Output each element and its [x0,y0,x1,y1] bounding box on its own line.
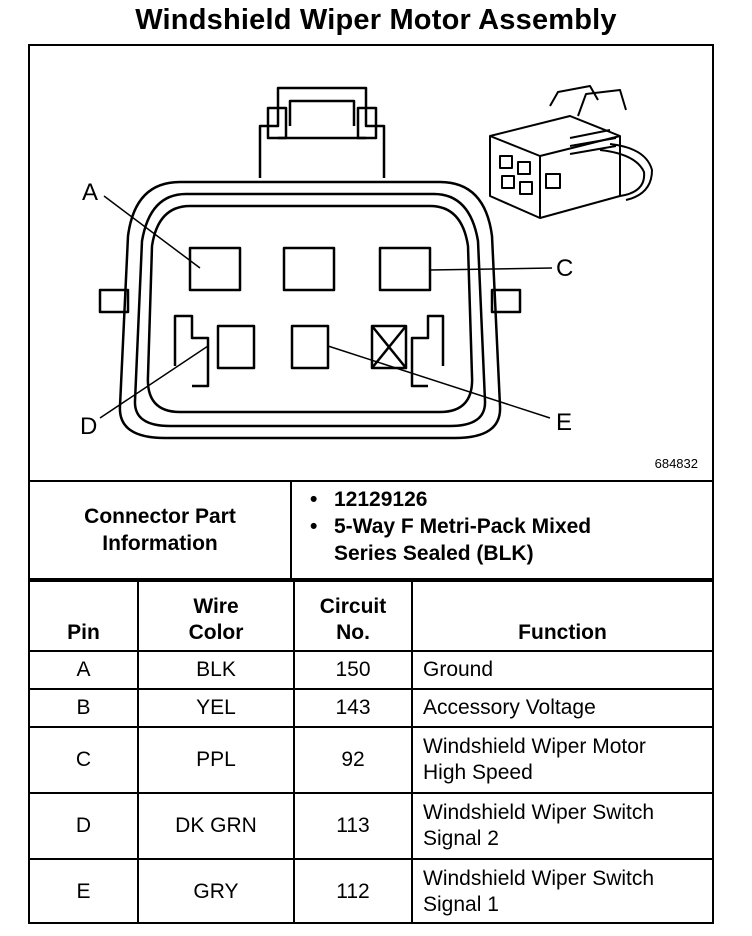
connector-diagram: A C D E [80,85,653,440]
connector-frame: A C D E 684832 Connector Part Informatio… [28,44,714,924]
leader-e [327,345,551,419]
side-tab-right [490,288,522,314]
figure-id: 684832 [654,456,698,471]
connector-part-info-label: Connector Part Information [30,482,292,578]
function-cell: Ground [411,650,712,690]
circuit-cell: 143 [293,688,413,728]
connector-perspective-view [489,85,653,219]
pin-cell: D [30,792,139,860]
bullet-icon: • [310,488,318,511]
page-title: Windshield Wiper Motor Assembly [135,4,617,36]
header-function: Function [411,580,712,652]
leader-d [99,345,209,419]
function-cell: Accessory Voltage [411,688,712,728]
leader-c [429,267,553,271]
pin-cell: A [30,650,139,690]
callout-c: C [556,255,573,282]
connector-latch-inner [288,99,356,126]
wire-color-cell: GRY [137,858,295,924]
cavity-c [378,246,432,292]
header-wire-color: Wire Color [137,580,295,652]
keyway-right [410,314,445,388]
table-row: C PPL 92 Windshield Wiper Motor High Spe… [30,726,712,794]
connector-part-info-list: •12129126 •5-Way F Metri-Pack Mixed Seri… [302,486,702,567]
circuit-cell: 112 [293,858,413,924]
header-pin: Pin [30,580,139,652]
pin-cell: C [30,726,139,794]
wire-color-cell: PPL [137,726,295,794]
header-circuit-no: Circuit No. [293,580,413,652]
connector-type-item: •5-Way F Metri-Pack Mixed Series Sealed … [310,515,592,565]
cavity-e [290,324,330,370]
connector-part-info-row: Connector Part Information •12129126 •5-… [30,480,712,580]
cavity-b [282,246,336,292]
function-cell: Windshield Wiper Motor High Speed [411,726,712,794]
latch-tab-left [266,106,288,140]
side-tab-left [98,288,130,314]
pin-table: Pin Wire Color Circuit No. Function A BL… [30,580,712,924]
leader-a [103,195,201,269]
bullet-icon: • [310,515,318,538]
part-number-item: •12129126 [310,488,428,511]
connector-housing-mid [133,192,487,428]
wire-color-cell: DK GRN [137,792,295,860]
connector-latch [258,86,386,178]
connector-housing-outer [118,180,502,440]
table-row: E GRY 112 Windshield Wiper Switch Signal… [30,858,712,924]
pin-table-header: Pin Wire Color Circuit No. Function [30,580,712,652]
latch-tab-right [356,106,378,140]
wire-color-cell: BLK [137,650,295,690]
callout-d: D [80,413,97,440]
table-row: D DK GRN 113 Windshield Wiper Switch Sig… [30,792,712,860]
pin-cell: B [30,688,139,728]
table-row: A BLK 150 Ground [30,650,712,690]
pin-cell: E [30,858,139,924]
callout-e: E [556,409,572,436]
table-row: B YEL 143 Accessory Voltage [30,688,712,728]
cavity-a [188,246,242,292]
circuit-cell: 150 [293,650,413,690]
keyway-left [173,314,210,388]
cavity-blocked [370,324,408,370]
cavity-d [216,324,256,370]
function-cell: Windshield Wiper Switch Signal 1 [411,858,712,924]
connector-housing-inner [146,204,474,414]
circuit-cell: 92 [293,726,413,794]
circuit-cell: 113 [293,792,413,860]
function-cell: Windshield Wiper Switch Signal 2 [411,792,712,860]
wire-color-cell: YEL [137,688,295,728]
callout-a: A [82,179,98,206]
